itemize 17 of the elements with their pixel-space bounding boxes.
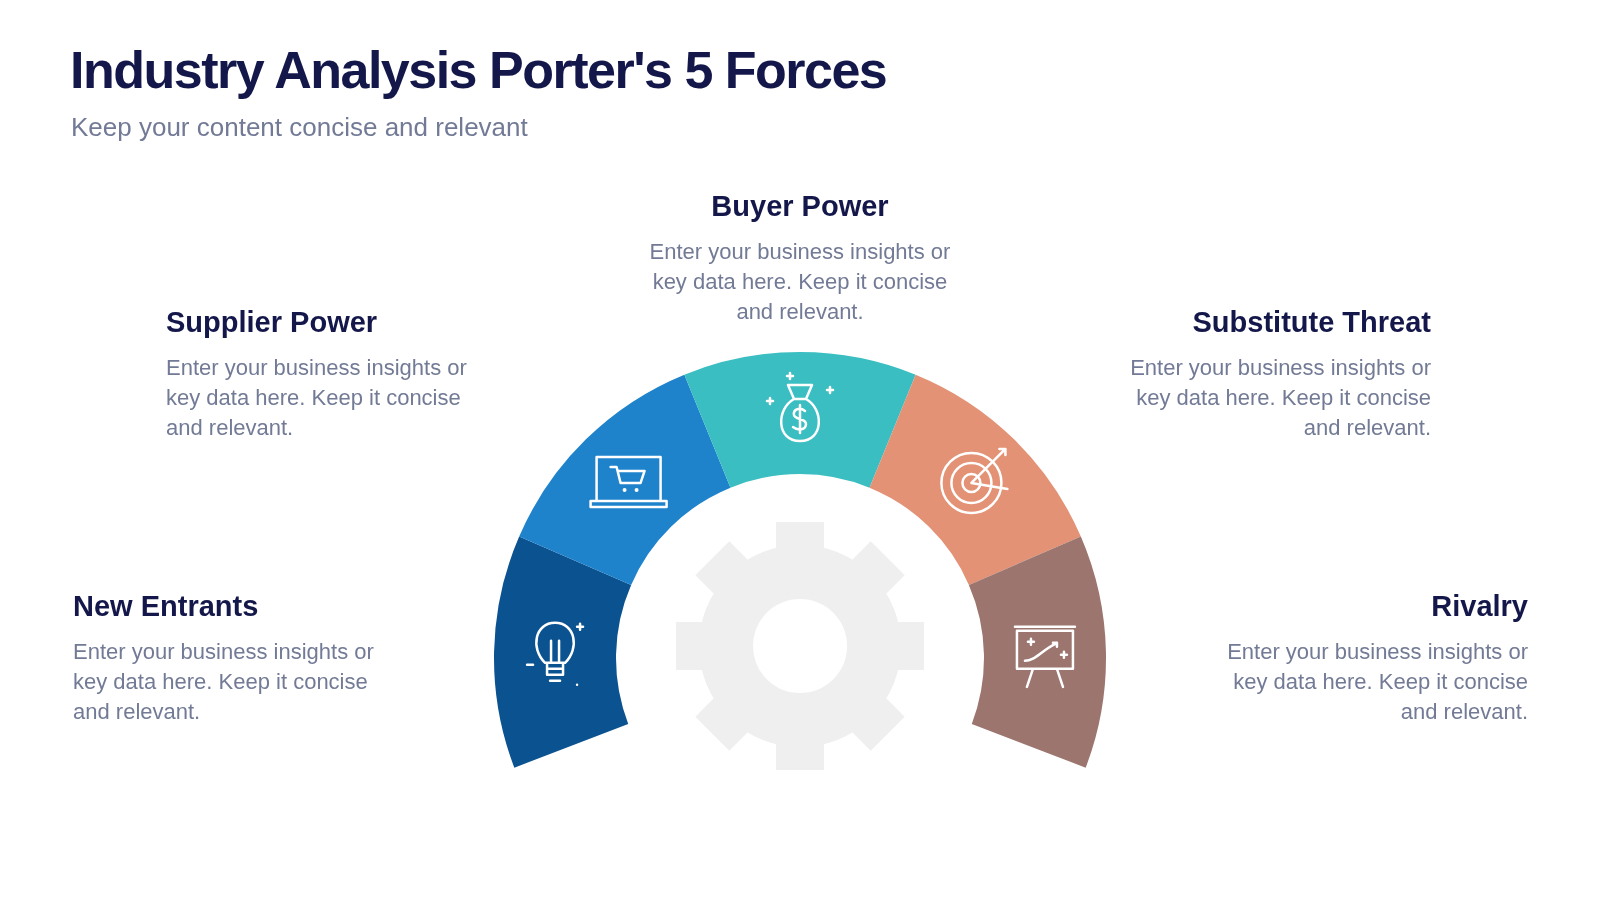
description-text: Enter your business insights or key data here. Keep it concise and relevant. bbox=[166, 354, 468, 442]
arc-segment bbox=[968, 536, 1106, 768]
arc-segment bbox=[684, 352, 916, 488]
title: Industry Analysis Porter's 5 Forces bbox=[70, 40, 887, 100]
arc-segment bbox=[519, 374, 731, 585]
arc-segment bbox=[494, 536, 632, 768]
force-heading: Buyer Power bbox=[711, 190, 889, 223]
description-text: Enter your business insights or key data here. Keep it concise and relevant. bbox=[1129, 354, 1431, 442]
description-text: Enter your business insights or key data here. Keep it concise and relevant. bbox=[1226, 638, 1528, 726]
description-text: Enter your business insights or key data here. Keep it concise and relevant. bbox=[73, 638, 375, 726]
subtitle: Keep your content concise and relevant bbox=[71, 112, 528, 143]
force-heading: Rivalry bbox=[1431, 590, 1528, 623]
force-heading: Substitute Threat bbox=[1192, 306, 1431, 339]
arc-segment bbox=[869, 374, 1081, 585]
force-heading: Supplier Power bbox=[166, 306, 378, 339]
force-heading: New Entrants bbox=[73, 590, 259, 623]
description-text: Enter your business insights or key data here. Keep it concise and relevant. bbox=[648, 238, 952, 326]
